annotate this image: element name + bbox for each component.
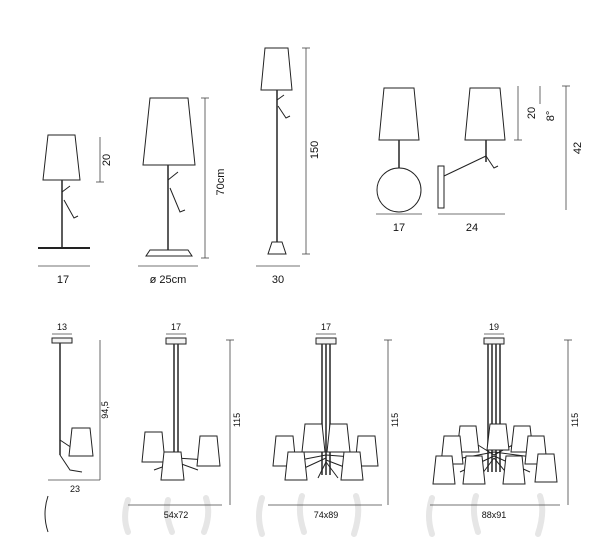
wall-lamp-shade-height: 20 <box>526 107 538 119</box>
suspension-6: 17 115 54x72 <box>122 322 242 535</box>
suspension-1-width: 23 <box>70 484 80 494</box>
table-lamp-small: 20 17 <box>38 134 113 286</box>
suspension-1-height: 94,5 <box>100 401 110 419</box>
suspension-1-canopy: 13 <box>57 322 67 332</box>
table-lamp-small-height: 20 <box>101 154 113 166</box>
table-lamp-large-width: ø 25cm <box>150 274 187 286</box>
suspension-6-height: 115 <box>232 413 242 427</box>
wall-lamp-angle: 8° <box>545 111 557 122</box>
floor-lamp-width: 30 <box>272 274 284 286</box>
wall-lamp-total-height: 42 <box>572 142 584 154</box>
wall-lamp-side: 24 20 8° 42 <box>437 85 584 234</box>
suspension-10-height: 115 <box>570 413 580 427</box>
wall-lamp-side-width: 24 <box>466 222 478 234</box>
suspension-6-width: 54x72 <box>164 510 189 520</box>
wall-lamp-front: 17 <box>376 87 422 234</box>
suspension-8: 17 115 74x89 <box>256 322 400 537</box>
suspension-10-width: 88x91 <box>482 510 507 520</box>
suspension-6-canopy: 17 <box>171 322 181 332</box>
suspension-8-width: 74x89 <box>314 510 339 520</box>
suspension-10: 19 115 88x91 <box>426 322 580 537</box>
table-lamp-small-width: 17 <box>57 274 69 286</box>
floor-lamp: 150 30 <box>256 47 321 286</box>
table-lamp-large-height: 70cm <box>215 169 227 196</box>
wall-lamp-front-width: 17 <box>393 222 405 234</box>
table-lamp-large: 70cm ø 25cm <box>138 97 227 286</box>
suspension-8-canopy: 17 <box>321 322 331 332</box>
suspension-8-height: 115 <box>390 413 400 427</box>
suspension-10-canopy: 19 <box>489 322 499 332</box>
suspension-1: 13 94,5 23 <box>44 322 110 533</box>
floor-lamp-height: 150 <box>309 141 321 159</box>
